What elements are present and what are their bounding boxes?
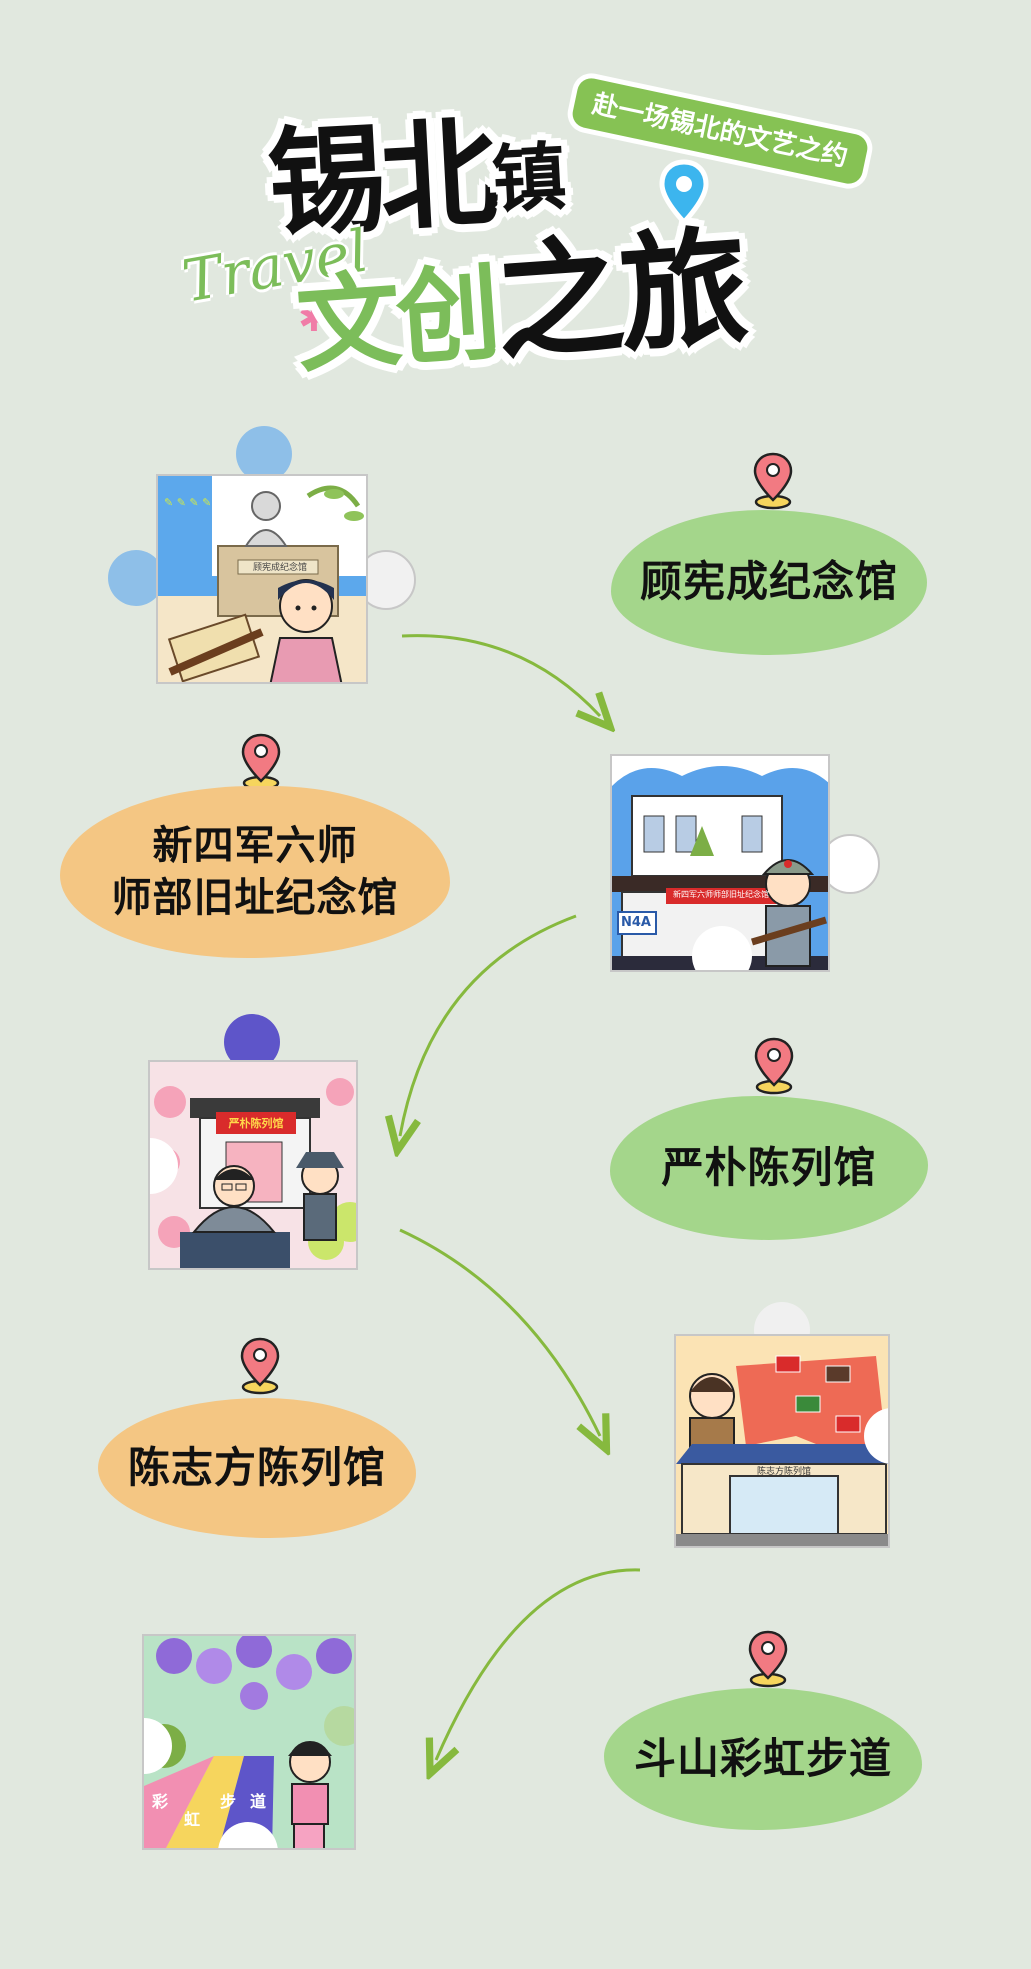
statue-icon: ✎ ✎ ✎ ✎ <box>158 476 366 682</box>
bust-icon <box>180 1165 290 1268</box>
puzzle-knob <box>820 834 880 894</box>
n4a-sign: N4A <box>621 915 651 930</box>
location-pin-icon <box>753 452 793 510</box>
scene-sign-4: 陈志方陈列馆 <box>756 1467 811 1477</box>
stop-label-5[interactable]: 斗山彩虹步道 <box>604 1688 922 1830</box>
girl-figure-icon <box>269 579 343 682</box>
stop-label-1[interactable]: 顾宪成纪念馆 <box>611 510 927 655</box>
location-pin-icon <box>748 1630 788 1688</box>
location-pin-icon <box>241 733 281 791</box>
path-char-2: 虹 <box>184 1810 201 1829</box>
scene-memorial: ✎ ✎ ✎ ✎ 顾宪成纪念馆 <box>156 474 368 684</box>
scroll-icon <box>167 613 264 682</box>
map-icon <box>736 1355 886 1456</box>
puzzle-card-3[interactable]: 严朴陈列馆 <box>148 1014 358 1270</box>
puzzle-card-2[interactable]: 新四军六师师部旧址纪念馆 N4A <box>610 754 880 972</box>
svg-text:✎ ✎ ✎ ✎: ✎ ✎ ✎ ✎ <box>164 496 211 509</box>
puzzle-knob <box>108 550 164 606</box>
route-arrow-2 <box>400 914 577 1136</box>
puzzle-knob <box>236 426 292 482</box>
scene-sign-2: 新四军六师师部旧址纪念馆 <box>673 890 769 899</box>
stop-label-3[interactable]: 严朴陈列馆 <box>610 1096 928 1240</box>
puzzle-card-5[interactable]: 彩 虹 步 道 <box>142 1634 356 1850</box>
stop-name-2: 新四军六师 师部旧址纪念馆 <box>111 823 399 921</box>
scene-yanpu: 严朴陈列馆 <box>148 1060 358 1270</box>
route-arrow-4 <box>436 1568 641 1760</box>
puzzle-card-4[interactable]: 陈志方陈列馆 <box>674 1302 890 1548</box>
location-pin-icon <box>659 159 709 226</box>
stop-name-4: 陈志方陈列馆 <box>127 1442 386 1492</box>
scene-chenzhifang: 陈志方陈列馆 <box>674 1334 890 1548</box>
scene-headquarters: 新四军六师师部旧址纪念馆 N4A <box>610 754 830 972</box>
location-pin-icon <box>754 1037 794 1095</box>
path-char-1: 彩 <box>152 1792 169 1811</box>
stop-name-1: 顾宪成纪念馆 <box>639 557 898 607</box>
museum-building-icon <box>676 1444 888 1546</box>
star-icon: ✱ <box>298 296 330 340</box>
path-char-4: 道 <box>250 1792 267 1811</box>
route-arrow-1 <box>401 634 600 716</box>
runner-figure-icon <box>288 1741 332 1848</box>
rainbow-path-icon <box>144 1756 274 1848</box>
child-figure-icon <box>296 1152 344 1241</box>
stop-label-2[interactable]: 新四军六师 师部旧址纪念馆 <box>60 786 450 958</box>
stop-name-3: 严朴陈列馆 <box>661 1142 877 1192</box>
stop-name-5: 斗山彩虹步道 <box>633 1733 892 1783</box>
scene-sign-1: 顾宪成纪念馆 <box>252 563 307 573</box>
scene-rainbow-path: 彩 虹 步 道 <box>142 1634 356 1850</box>
n4a-sign-icon <box>617 911 657 935</box>
title-header: 赴一场锡北的文艺之约 锡北镇 Travel ✱ 文创之旅 <box>0 0 1031 420</box>
location-pin-icon <box>240 1337 280 1395</box>
puzzle-card-1[interactable]: ✎ ✎ ✎ ✎ 顾宪成纪念馆 <box>108 426 416 684</box>
stop-label-4[interactable]: 陈志方陈列馆 <box>98 1398 416 1538</box>
soldier-figure-icon <box>751 859 827 967</box>
route-arrow-3 <box>399 1228 600 1436</box>
path-char-3: 步 <box>220 1792 237 1811</box>
scene-sign-3: 严朴陈列馆 <box>228 1117 284 1130</box>
